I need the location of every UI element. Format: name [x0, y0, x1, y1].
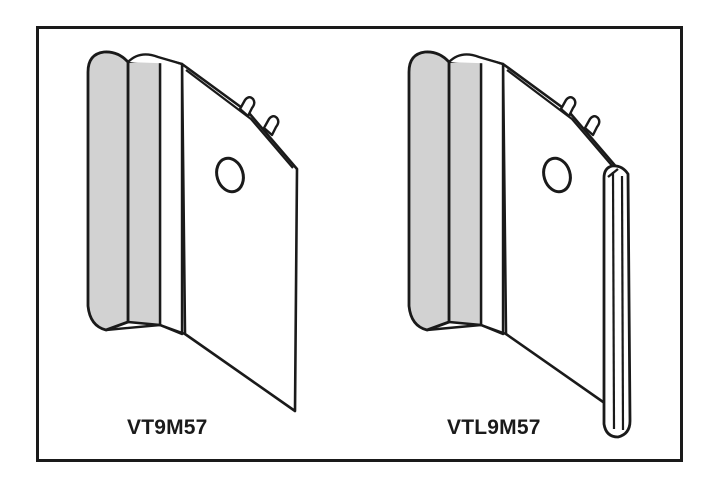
- left-grey-end-cap: [86, 50, 130, 332]
- right-top-fold-edge: [448, 53, 504, 66]
- illustration-border: [36, 26, 683, 462]
- right-lip-groove-inner: [611, 171, 616, 430]
- left-return-strip: [158, 56, 184, 336]
- left-panel-top-edge-inner: [185, 69, 294, 169]
- right-bottom-fold-edge: [426, 323, 507, 336]
- part-label-left: VT9M57: [127, 416, 208, 439]
- left-tab-upper: [238, 96, 256, 118]
- right-panel-top-edge-inner: [506, 69, 615, 169]
- right-lip-top-connector: [607, 168, 619, 178]
- right-tab-upper: [559, 96, 577, 118]
- left-tab-lower: [262, 115, 280, 137]
- left-grey-inner-face: [126, 56, 162, 327]
- right-grey-inner-face: [447, 56, 483, 327]
- right-grey-end-cap: [407, 50, 451, 332]
- right-vertical-lip-flange: [602, 164, 632, 439]
- right-tab-lower: [583, 115, 601, 137]
- left-main-panel: [180, 62, 299, 413]
- right-return-strip: [479, 56, 505, 336]
- left-bottom-fold-edge: [105, 323, 186, 336]
- part-drawing-left: VT9M57: [86, 50, 299, 439]
- right-oval-hole: [542, 156, 572, 194]
- part-label-right: VTL9M57: [447, 416, 541, 439]
- left-top-fold-edge: [127, 53, 183, 66]
- right-lip-groove-outer: [620, 175, 625, 431]
- part-drawing-right: VTL9M57: [407, 50, 632, 439]
- left-oval-hole: [215, 156, 245, 194]
